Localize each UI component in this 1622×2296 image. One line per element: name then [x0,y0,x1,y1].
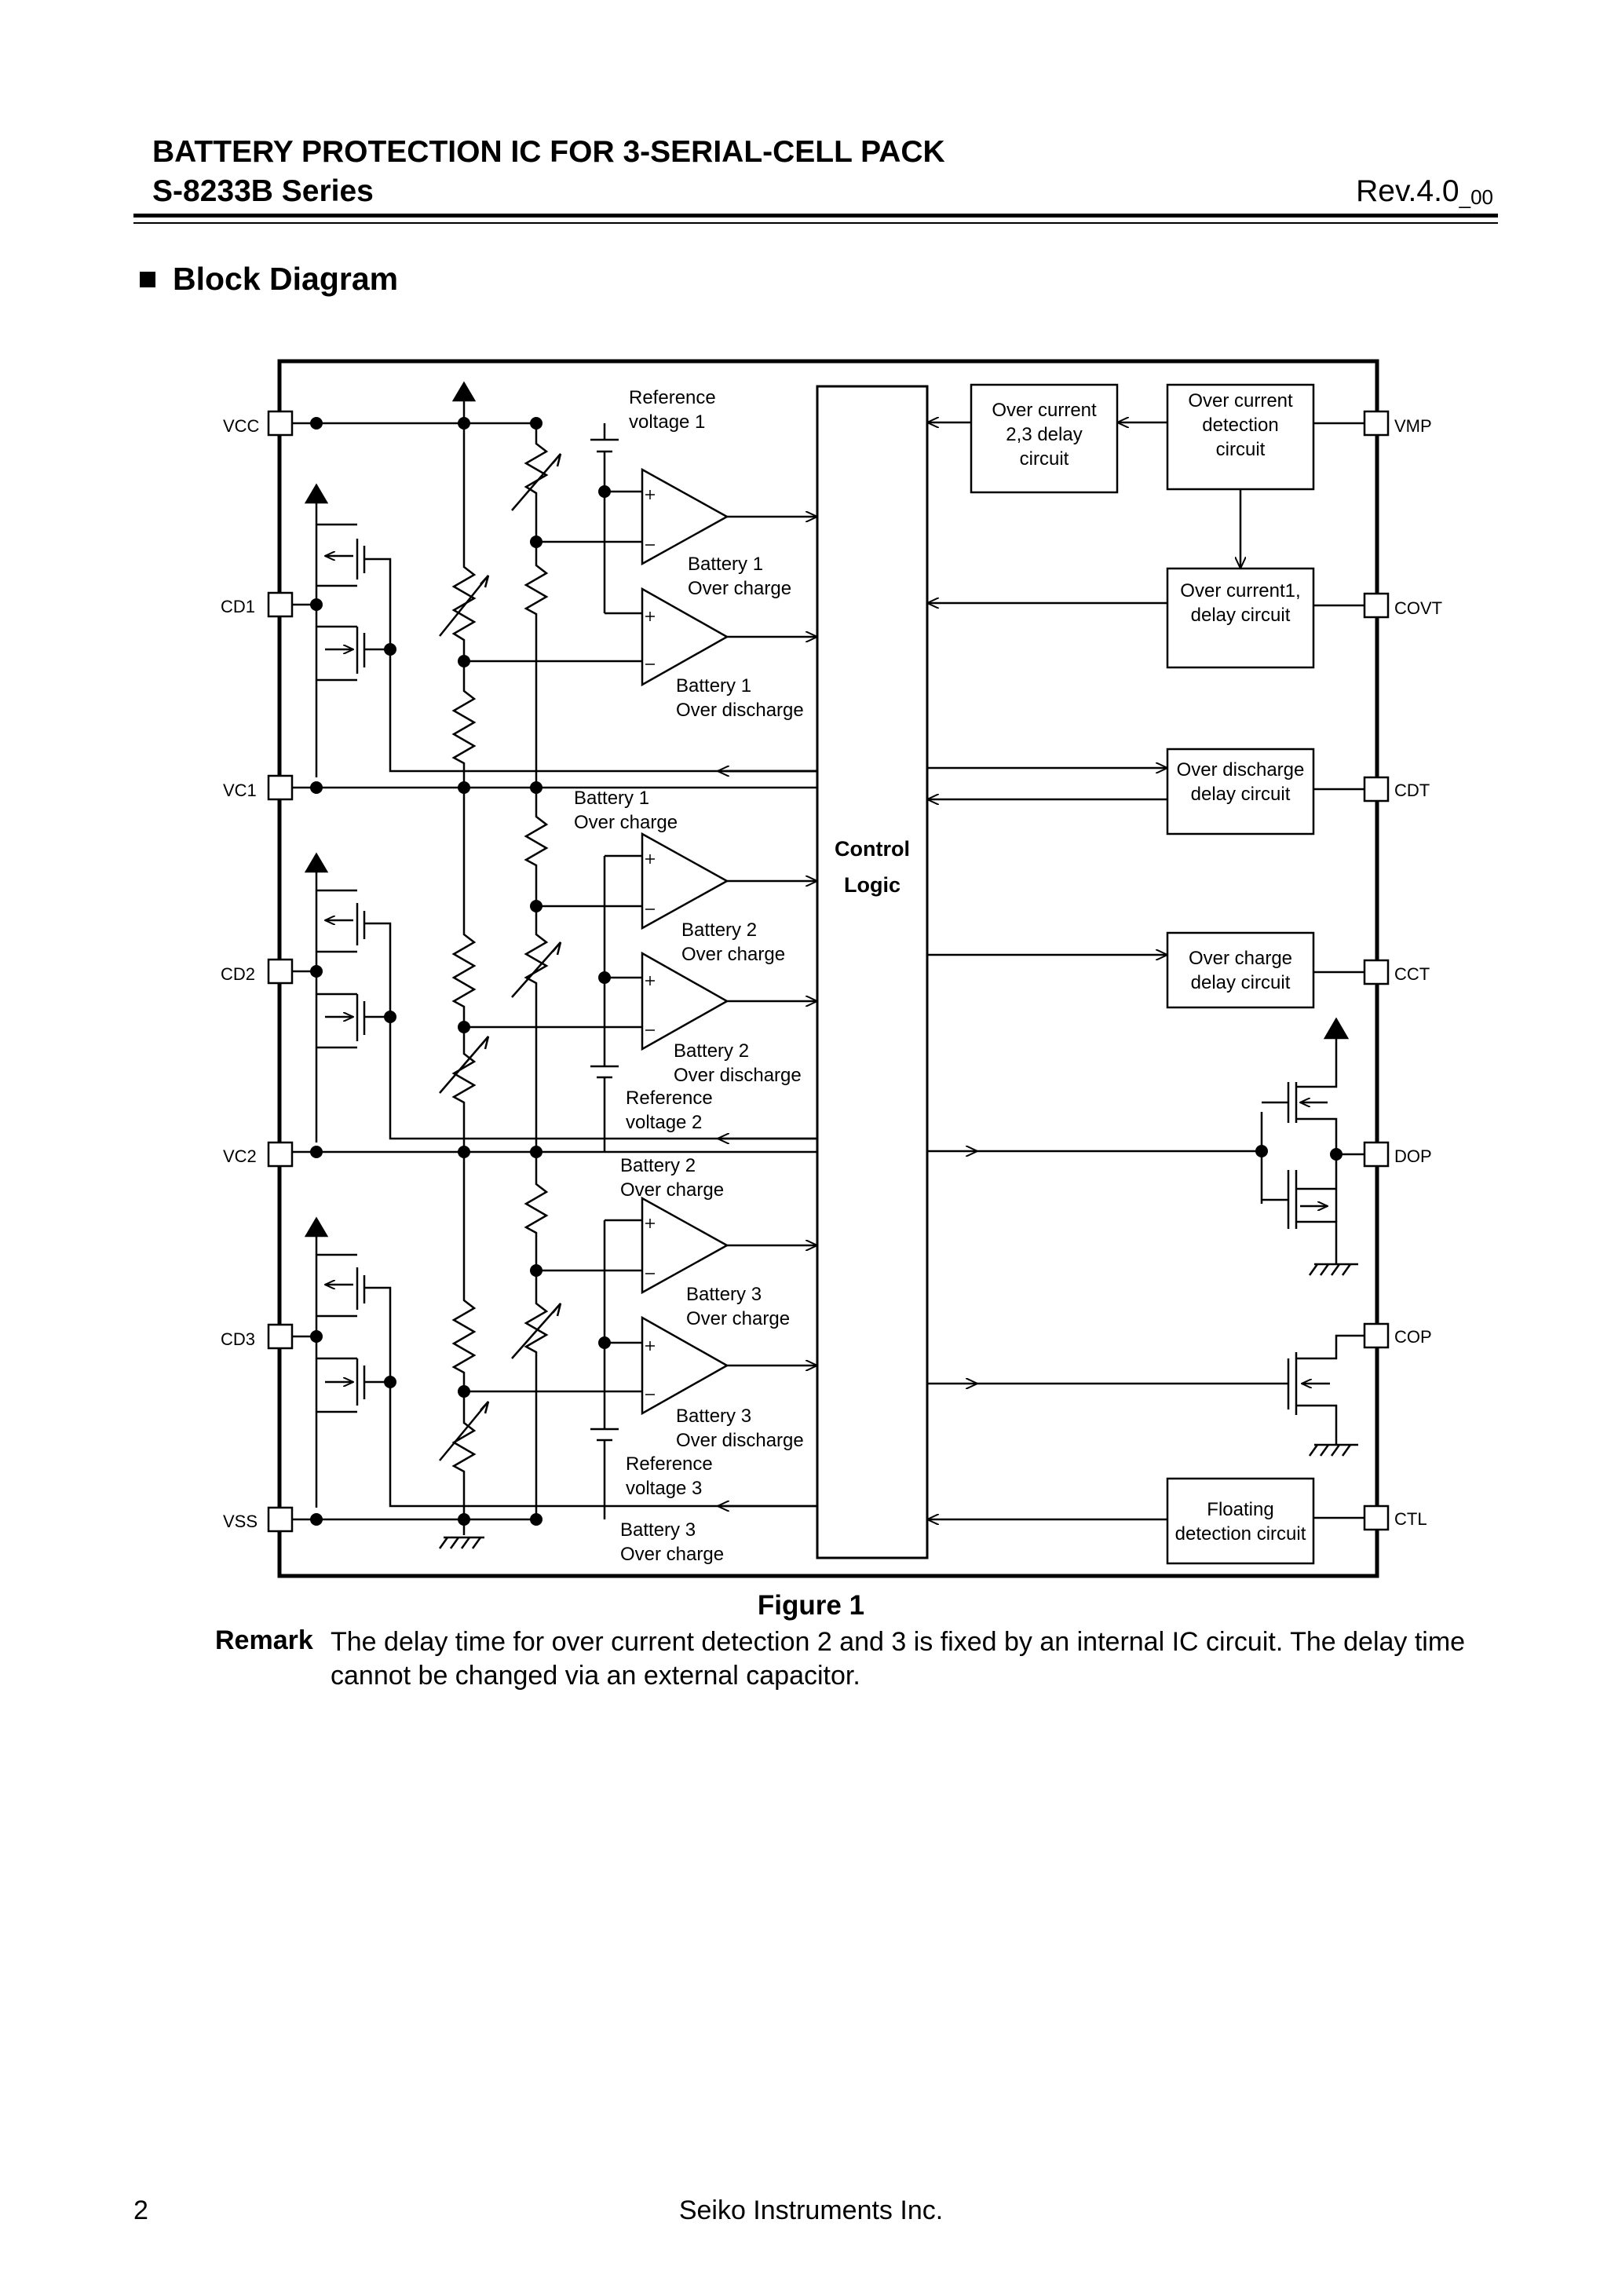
comparator-b2-oc [641,832,729,930]
figure-caption: Figure 1 [757,1590,865,1621]
oc23-block-line3: circuit [1020,448,1069,470]
ocdet-block-line1: Over current [1188,390,1293,411]
document-title: BATTERY PROTECTION IC FOR 3-SERIAL-CELL … [152,135,945,169]
b3oc-a-line1: Battery 3 [686,1284,762,1305]
ref2-line2: voltage 2 [626,1112,702,1133]
cd2-fet-pair [292,852,817,1143]
section-heading: Block Diagram [140,261,398,298]
pin-ctl: CTL [1394,1509,1427,1529]
ocd-block-line1: Over charge [1189,948,1292,969]
pin-vc1: VC1 [223,781,257,800]
header-rule-thin [133,222,1498,224]
pin-vss: VSS [223,1512,258,1531]
ref1-line2: voltage 1 [629,411,705,433]
b2oc-b-line2: Over charge [620,1179,724,1201]
pin-cop: COP [1394,1327,1432,1347]
ocd-block-line2: delay circuit [1191,972,1291,993]
pin-vc2: VC2 [223,1146,257,1166]
b3od-line2: Over discharge [676,1430,804,1451]
b3od-line1: Battery 3 [676,1406,751,1427]
b2oc-a-line1: Battery 2 [681,919,757,941]
ref2-line1: Reference [626,1088,713,1109]
page-number: 2 [133,2195,148,2225]
b1oc-b-line1: Battery 1 [574,788,649,809]
ocdet-block-line2: detection [1202,415,1278,436]
cd3-fet-pair [292,1216,817,1508]
b3oc-a-line2: Over charge [686,1308,790,1329]
b3oc-b-line2: Over charge [620,1544,724,1565]
pin-cct: CCT [1394,964,1430,984]
b1oc-a-line2: Over charge [688,578,791,599]
pin-vmp: VMP [1394,416,1432,436]
section-title: Block Diagram [173,261,399,297]
over-charge-delay-block [1166,931,1315,1009]
b2od-line2: Over discharge [674,1065,802,1086]
b2oc-b-line1: Battery 2 [620,1155,696,1176]
control-logic-label-2: Logic [844,873,901,897]
remark-text: The delay time for over current detectio… [331,1627,1466,1691]
comparator-b1-oc [641,467,729,566]
oc23-block-line2: 2,3 delay [1006,424,1082,445]
block-diagram: VCC CD1 VC1 CD2 VC2 CD3 VSS VMP COVT CDT… [221,359,1442,1578]
comparator-b3-od [641,1315,729,1416]
pin-dop: DOP [1394,1146,1432,1166]
square-bullet-icon [140,272,155,287]
pin-cd3: CD3 [221,1329,255,1349]
odd-block-line1: Over discharge [1177,759,1305,781]
b3oc-b-line1: Battery 3 [620,1519,696,1541]
b1oc-b-line2: Over charge [574,812,678,833]
revision-sub: _00 [1459,185,1493,209]
control-logic-block [816,385,929,1559]
oc1-block-line1: Over current1, [1180,580,1300,601]
ocdet-block-line3: circuit [1216,439,1266,460]
over-discharge-delay-block [1166,748,1315,835]
over-current-23-delay-block [970,383,1119,494]
ref3-line2: voltage 3 [626,1478,702,1499]
pin-vcc: VCC [223,416,260,436]
comparator-b3-oc [641,1196,729,1295]
b2od-line1: Battery 2 [674,1040,749,1062]
b1od-line1: Battery 1 [676,675,751,696]
revision: Rev.4.0_00 [1356,174,1493,209]
float-block-line1: Floating [1207,1499,1273,1520]
pin-cdt: CDT [1394,781,1430,800]
control-logic-label-1: Control [835,837,910,861]
b2oc-a-line2: Over charge [681,944,785,965]
floating-detection-block [1166,1477,1315,1565]
oc23-block-line1: Over current [992,400,1097,421]
pin-cd2: CD2 [221,964,255,984]
b1oc-a-line1: Battery 1 [688,554,763,575]
series-name: S-8233B Series [152,174,374,208]
revision-main: Rev.4.0 [1356,174,1459,208]
oc1-block-line2: delay circuit [1191,605,1291,626]
ref1-line1: Reference [629,387,716,408]
cd1-fet-pair [292,483,817,777]
footer-company: Seiko Instruments Inc. [678,2195,944,2225]
float-block-line2: detection circuit [1175,1523,1306,1545]
b1od-line2: Over discharge [676,700,804,721]
pin-cd1: CD1 [221,597,255,616]
ref3-line1: Reference [626,1453,713,1475]
comparator-b2-od [641,951,729,1051]
odd-block-line2: delay circuit [1191,784,1291,805]
comparator-b1-od [641,587,729,687]
pin-covt: COVT [1394,598,1442,618]
remark-label: Remark [215,1625,313,1655]
header-rule-thick [133,214,1498,218]
